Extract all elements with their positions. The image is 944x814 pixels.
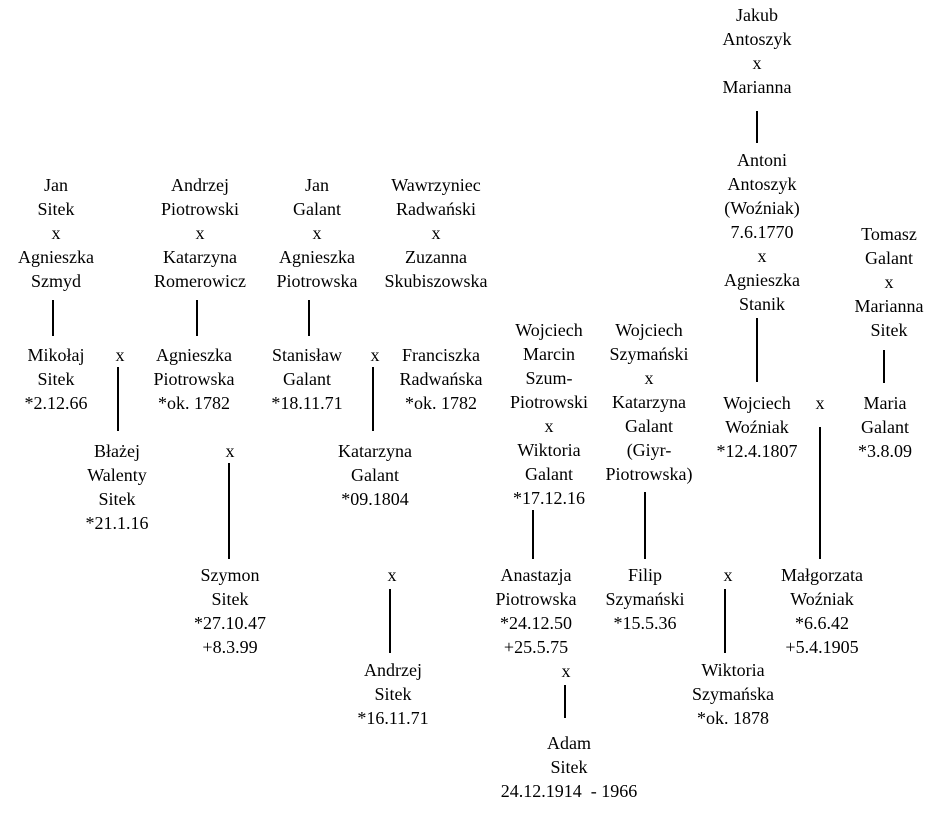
marriage-symbol: x bbox=[225, 441, 235, 461]
marriage-symbol: x bbox=[561, 661, 571, 681]
connector-line bbox=[196, 300, 198, 336]
person-wawrzyniec-radwanski: Wawrzyniec Radwański x Zuzanna Skubiszow… bbox=[384, 175, 488, 291]
connector-line bbox=[532, 510, 534, 559]
connector-line bbox=[724, 589, 726, 653]
connector-line bbox=[564, 685, 566, 718]
person-mikolaj-sitek: Mikołaj Sitek *2.12.66 bbox=[24, 345, 88, 413]
person-adam-sitek: Adam Sitek 24.12.1914 - 1966 bbox=[500, 733, 638, 801]
person-filip-szymanski: Filip Szymański *15.5.36 bbox=[605, 565, 685, 633]
person-agnieszka-piotrowska: Agnieszka Piotrowska *ok. 1782 bbox=[153, 345, 235, 413]
person-franciszka-radwanska: Franciszka Radwańska *ok. 1782 bbox=[399, 345, 483, 413]
person-malgorzata-wozniak: Małgorzata Woźniak *6.6.42 +5.4.1905 bbox=[781, 565, 863, 657]
person-maria-galant: Maria Galant *3.8.09 bbox=[858, 393, 912, 461]
connector-line bbox=[117, 367, 119, 431]
person-jan-galant: Jan Galant x Agnieszka Piotrowska bbox=[276, 175, 358, 291]
connector-line bbox=[819, 427, 821, 559]
person-andrzej-sitek: Andrzej Sitek *16.11.71 bbox=[357, 660, 429, 728]
marriage-symbol: x bbox=[115, 345, 125, 365]
person-wiktoria-szymanska: Wiktoria Szymańska *ok. 1878 bbox=[692, 660, 774, 728]
connector-line bbox=[644, 492, 646, 559]
person-anastazja-piotrowska: Anastazja Piotrowska *24.12.50 +25.5.75 bbox=[495, 565, 577, 657]
person-szymon-sitek: Szymon Sitek *27.10.47 +8.3.99 bbox=[194, 565, 266, 657]
connector-line bbox=[52, 300, 54, 336]
person-wojciech-marcin: Wojciech Marcin Szum- Piotrowski x Wikto… bbox=[509, 320, 589, 508]
marriage-symbol: x bbox=[723, 565, 733, 585]
person-katarzyna-galant: Katarzyna Galant *09.1804 bbox=[338, 441, 412, 509]
connector-line bbox=[756, 111, 758, 143]
person-stanislaw-galant: Stanisław Galant *18.11.71 bbox=[271, 345, 343, 413]
connector-line bbox=[883, 350, 885, 383]
connector-line bbox=[308, 300, 310, 336]
person-jakub-antoszyk: Jakub Antoszyk x Marianna bbox=[722, 5, 792, 97]
marriage-symbol: x bbox=[370, 345, 380, 365]
connector-line bbox=[372, 367, 374, 431]
person-jan-sitek: Jan Sitek x Agnieszka Szmyd bbox=[18, 175, 94, 291]
marriage-symbol: x bbox=[387, 565, 397, 585]
connector-line bbox=[389, 589, 391, 653]
person-andrzej-piotrowski: Andrzej Piotrowski x Katarzyna Romerowic… bbox=[154, 175, 246, 291]
person-wojciech-szymanski: Wojciech Szymański x Katarzyna Galant (G… bbox=[605, 320, 693, 484]
person-blazej-sitek: Błażej Walenty Sitek *21.1.16 bbox=[85, 441, 149, 533]
person-antoni-antoszyk: Antoni Antoszyk (Woźniak) 7.6.1770 x Agn… bbox=[724, 150, 800, 314]
person-tomasz-galant: Tomasz Galant x Marianna Sitek bbox=[854, 224, 924, 340]
person-wojciech-wozniak: Wojciech Woźniak *12.4.1807 bbox=[716, 393, 798, 461]
connector-line bbox=[228, 463, 230, 559]
marriage-symbol: x bbox=[815, 393, 825, 413]
connector-line bbox=[756, 318, 758, 382]
